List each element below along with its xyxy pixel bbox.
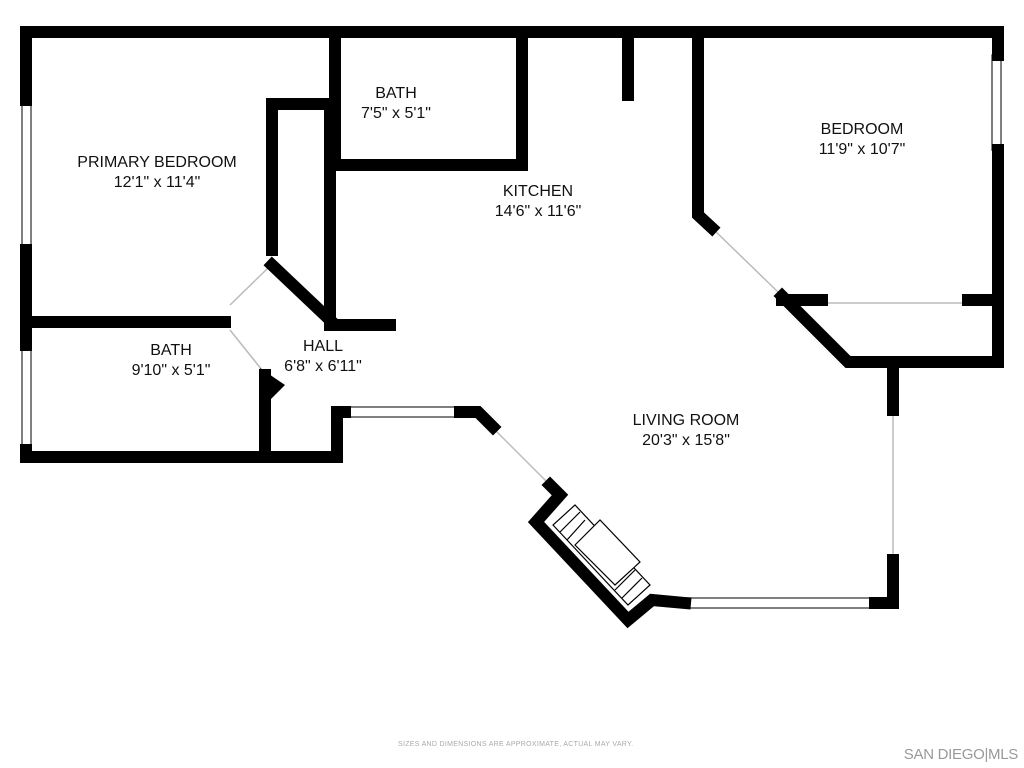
room-bedroom: BEDROOM 11'9" x 10'7" (819, 120, 906, 160)
wall-corner (260, 368, 285, 402)
fireplace (552, 504, 651, 606)
room-kitchen: KITCHEN 14'6" x 11'6" (495, 182, 582, 222)
room-size: 11'9" x 10'7" (818, 141, 906, 158)
room-size: 14'6" x 11'6" (494, 203, 582, 220)
disclaimer: SIZES AND DIMENSIONS ARE APPROXIMATE, AC… (398, 741, 634, 748)
room-living-room: LIVING ROOM 20'3" x 15'8" (633, 411, 740, 451)
room-size: 9'10" x 5'1" (131, 362, 211, 379)
room-hall: HALL 6'8" x 6'11" (284, 337, 362, 377)
room-size: 6'8" x 6'11" (284, 358, 362, 375)
room-size: 12'1" x 11'4" (113, 174, 201, 191)
room-name: KITCHEN (502, 183, 574, 200)
room-name: BATH (375, 85, 417, 102)
room-bath-lower: BATH 9'10" x 5'1" (132, 341, 211, 381)
san-diego-mls-logo: SAN DIEGO|MLS (903, 746, 1019, 763)
room-name: BEDROOM (820, 121, 904, 138)
room-name: HALL (302, 338, 344, 355)
room-primary-bedroom: PRIMARY BEDROOM 12'1" x 11'4" (77, 153, 236, 193)
room-name: BATH (150, 342, 192, 359)
room-name: PRIMARY BEDROOM (77, 154, 237, 171)
room-size: 20'3" x 15'8" (642, 432, 730, 449)
room-size: 7'5" x 5'1" (361, 105, 431, 122)
walls (20, 26, 1004, 629)
room-bath-upper: BATH 7'5" x 5'1" (361, 84, 431, 124)
room-name: LIVING ROOM (632, 412, 740, 429)
